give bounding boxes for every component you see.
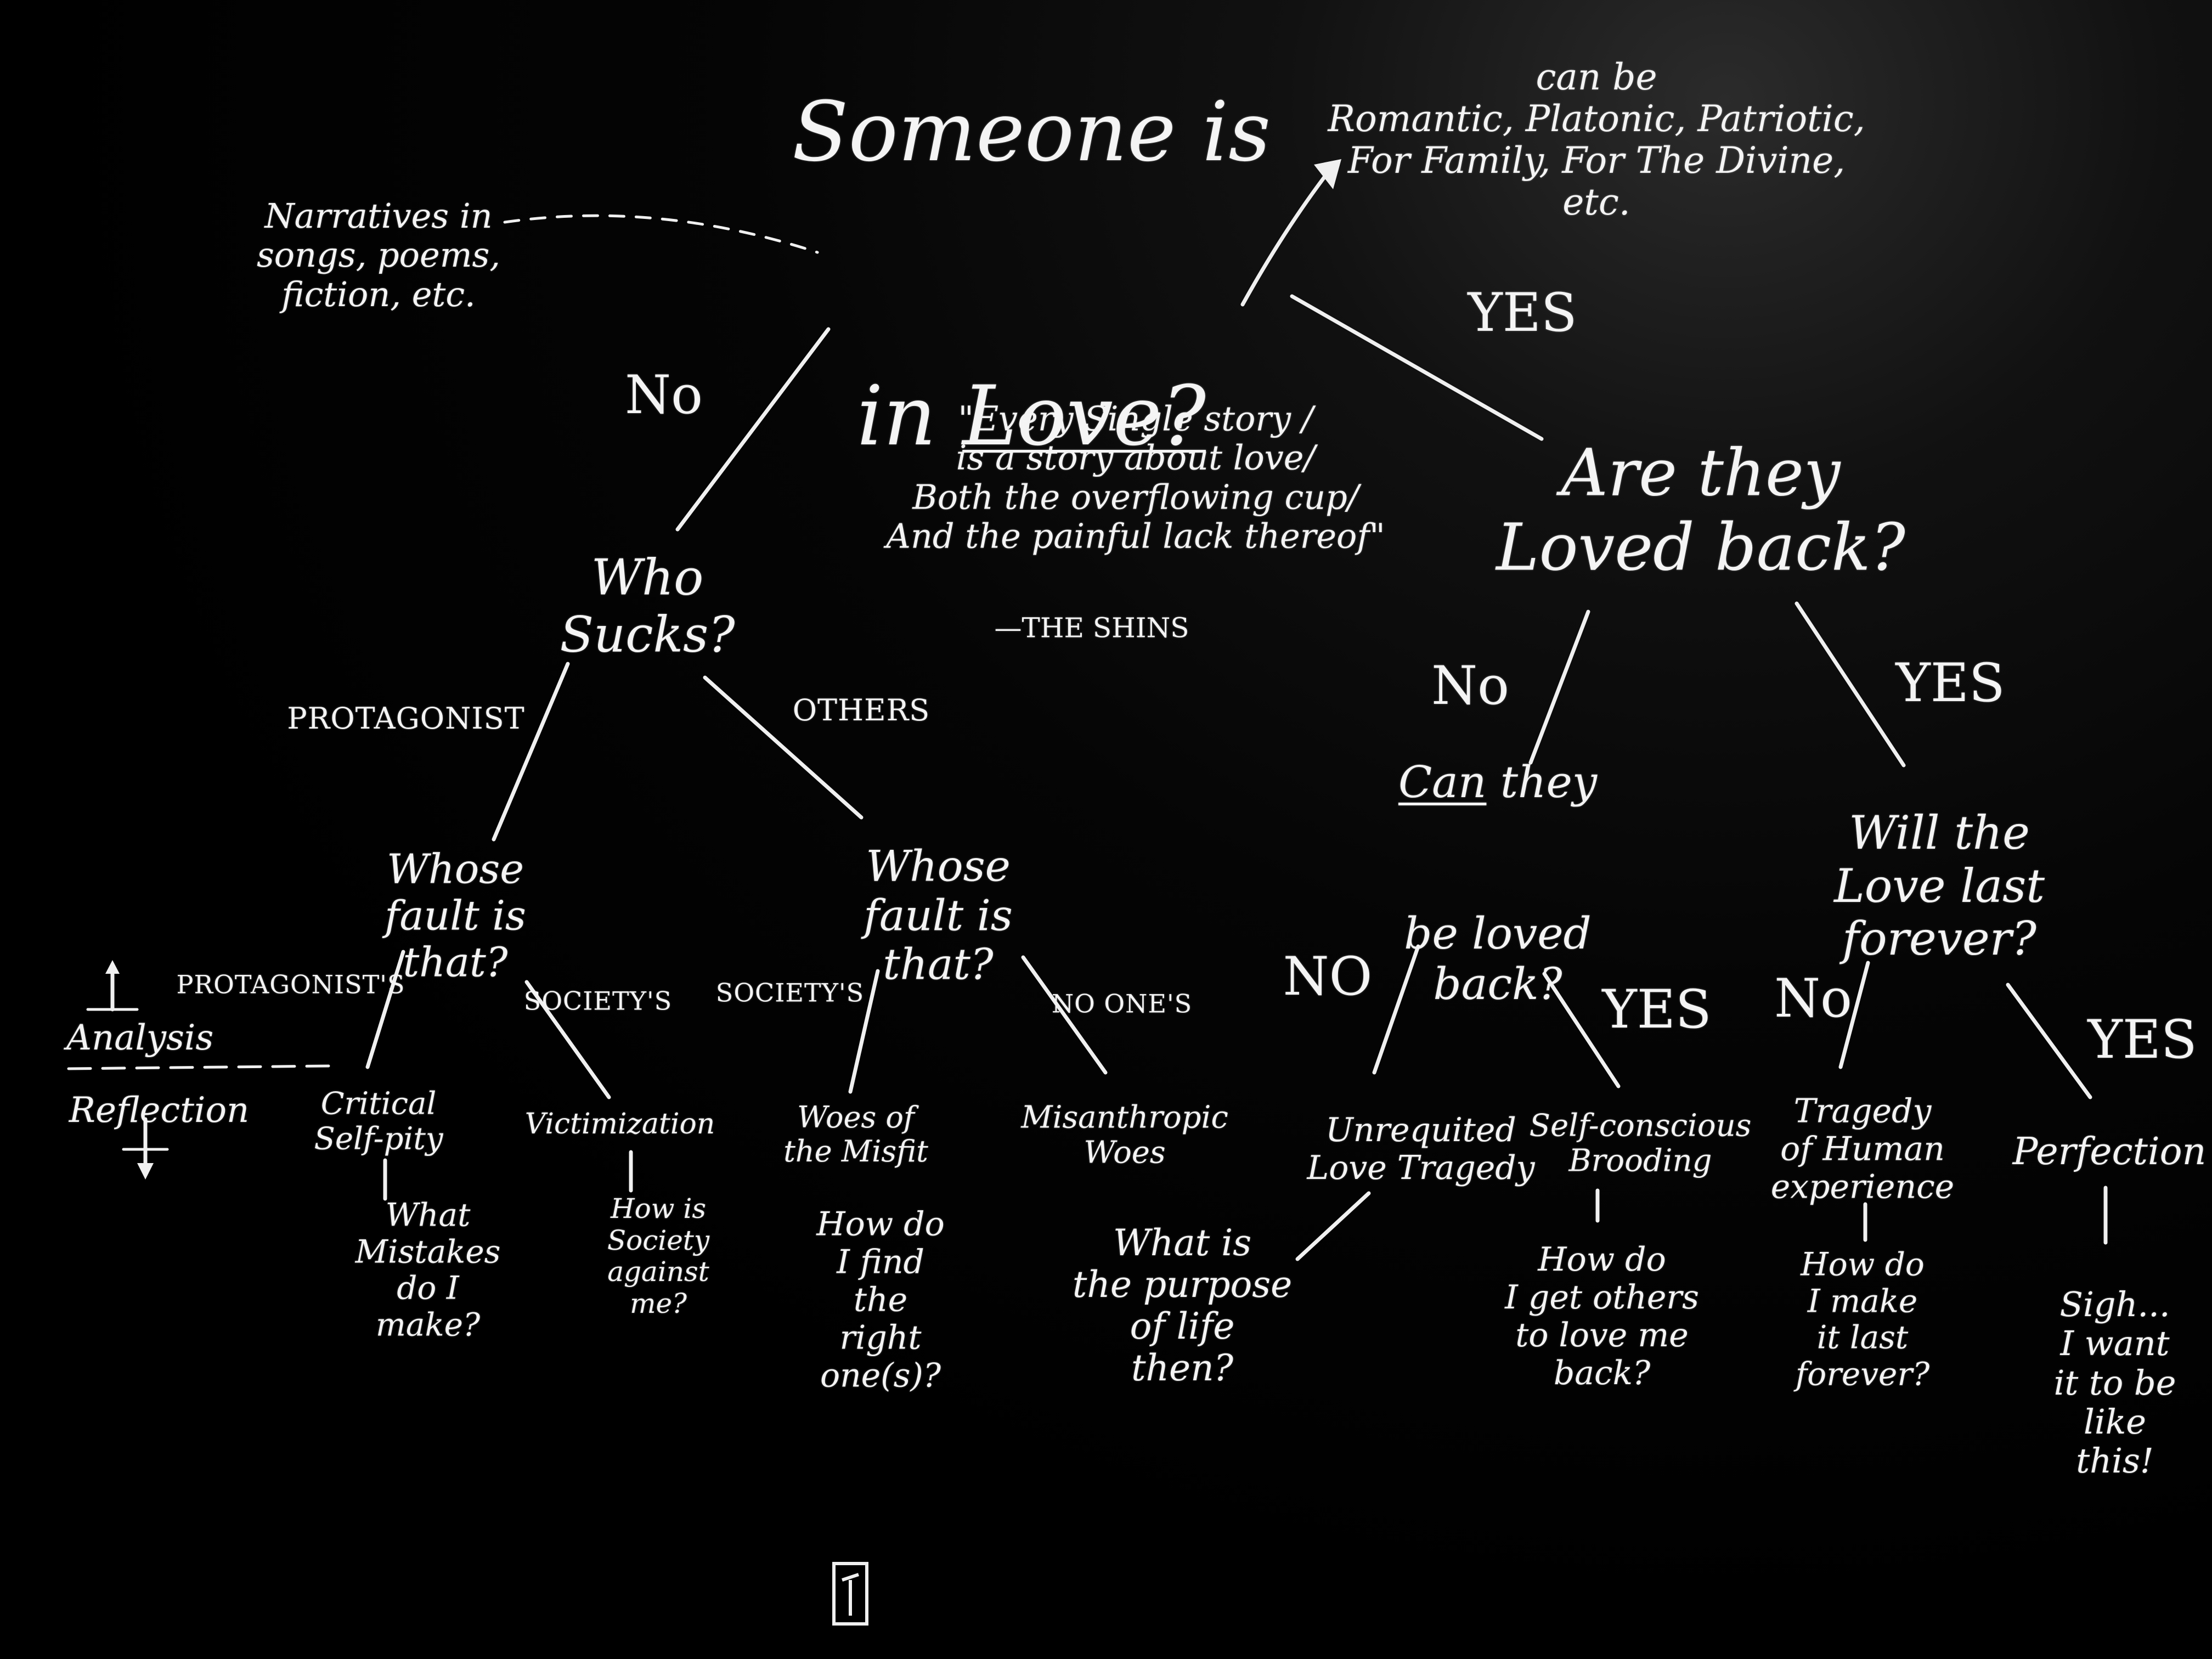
edge-loved-no: [1528, 610, 1590, 765]
legend-reflection: Reflection: [69, 1090, 250, 1131]
can-underlined: Can: [1398, 757, 1487, 808]
can-line-1: Can they: [1398, 757, 1597, 808]
outcome-critical-self-pity: Critical Self-pity: [314, 1086, 443, 1157]
edge-left-societys: [524, 980, 611, 1099]
outcome-misanthropic-woes: Misanthropic Woes: [1021, 1099, 1228, 1171]
edge-can-no: [1372, 944, 1420, 1075]
love-types-note: can be Romantic, Platonic, Patriotic, Fo…: [1328, 56, 1865, 223]
label-others: OTHERS: [792, 692, 930, 727]
label-last-no: No: [1774, 967, 1852, 1029]
label-loved-no: No: [1431, 654, 1509, 716]
label-protagonist: PROTAGONIST: [287, 701, 525, 736]
edge-can-yes: [1542, 972, 1621, 1088]
legend-analysis: Analysis: [66, 1018, 214, 1059]
root-line-2: in Love?: [792, 369, 1271, 464]
label-societys-right: SOCIETY'S: [715, 978, 865, 1008]
root-line-2-prefix: in: [856, 368, 963, 464]
question-will-love-last: Will the Love last forever?: [1833, 806, 2045, 966]
edge-root-yes: [1290, 294, 1544, 441]
edge-loved-yes: [1795, 601, 1906, 768]
edge-last-no: [1838, 961, 1870, 1069]
quote-attribution: —THE SHINS: [994, 612, 1189, 644]
edge-who-protagonist: [492, 662, 570, 842]
edge-root-no: [675, 327, 831, 532]
label-root-yes: YES: [1468, 281, 1577, 343]
outcome-woes-of-misfit: Woes of the Misfit: [783, 1099, 928, 1169]
chalk-mark-icon: [832, 1562, 868, 1626]
outcome-question-love-me-back: How do I get others to love me back?: [1505, 1240, 1699, 1392]
outcome-sigh: Sigh... I want it to be like this!: [2053, 1284, 2176, 1481]
label-can-yes: YES: [1602, 978, 1712, 1040]
label-protagonists: PROTAGONIST'S: [176, 969, 405, 1000]
root-question: Someone is in Love?: [792, 0, 1271, 653]
label-societys-left: SOCIETY'S: [523, 986, 673, 1016]
outcome-question-make-it-last: How do I make it last forever?: [1795, 1245, 1930, 1393]
shins-quote: "Every Single story / is a story about l…: [886, 398, 1385, 556]
question-whose-fault-left: Whose fault is that?: [385, 845, 526, 986]
question-who-sucks: Who Sucks?: [560, 549, 735, 663]
edge-last-yes: [2006, 983, 2092, 1099]
outcome-unrequited-love-tragedy: Unrequited Love Tragedy: [1307, 1111, 1535, 1187]
outcome-perfection: Perfection: [2012, 1130, 2207, 1173]
label-no-ones: NO ONE'S: [1051, 989, 1193, 1019]
label-last-yes: YES: [2087, 1008, 2197, 1070]
can-line-2: be loved back?: [1404, 908, 1592, 1009]
question-loved-back: Are they Loved back?: [1496, 435, 1905, 585]
label-loved-yes: YES: [1895, 652, 2005, 714]
outcome-question-purpose: What is the purpose of life then?: [1072, 1222, 1293, 1389]
edge-right-societys: [848, 969, 880, 1094]
outcome-question-right-ones: How do I find the right one(s)?: [816, 1205, 945, 1395]
outcome-tragedy-human-experience: Tragedy of Human experience: [1770, 1092, 1955, 1206]
edge-who-others: [703, 675, 864, 820]
edge-left-protagonists: [365, 950, 405, 1069]
question-whose-fault-right: Whose fault is that?: [864, 842, 1013, 990]
outcome-question-society: How is Society against me?: [607, 1193, 710, 1319]
narratives-note: Narratives in songs, poems, fiction, etc…: [256, 196, 501, 314]
outcome-question-mistakes: What Mistakes do I make?: [355, 1196, 501, 1344]
root-love-underlined: Love?: [962, 368, 1206, 464]
root-line-1: Someone is: [792, 84, 1271, 180]
label-can-no: NO: [1283, 945, 1373, 1007]
question-can-they: Can they be loved back?: [1398, 656, 1597, 1110]
outcome-self-conscious-brooding: Self-conscious Brooding: [1529, 1108, 1752, 1179]
label-root-no: No: [625, 364, 703, 426]
edge-right-no-ones: [1021, 955, 1108, 1075]
outcome-victimization: Victimization: [524, 1108, 715, 1141]
can-rest: they: [1486, 757, 1598, 808]
